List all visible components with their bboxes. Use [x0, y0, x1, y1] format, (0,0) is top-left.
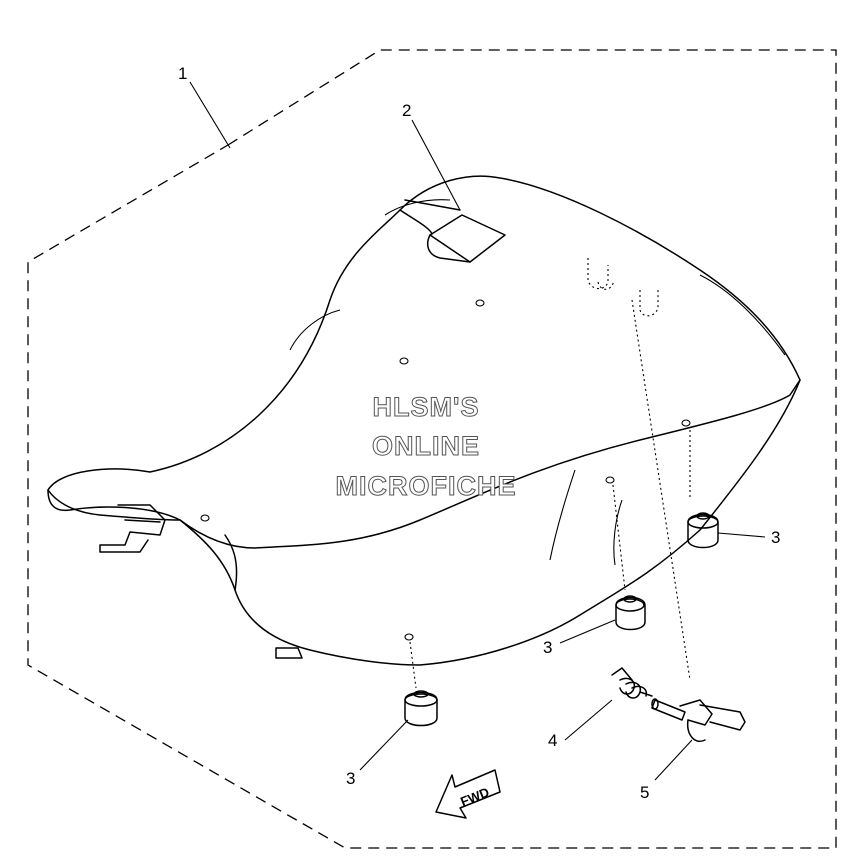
watermark-line-3: MICROFICHE — [336, 471, 517, 501]
fwd-arrow: FWD — [435, 769, 501, 819]
leader-4 — [564, 699, 613, 741]
callout-4: 4 — [548, 731, 557, 750]
callout-3-right: 3 — [771, 528, 780, 547]
damper-left — [404, 641, 438, 727]
damper-right — [687, 430, 719, 549]
leader-5 — [654, 739, 693, 781]
leader-3-left — [359, 719, 409, 771]
callout-3-left: 3 — [346, 769, 355, 788]
watermark-line-2: ONLINE — [372, 431, 480, 461]
callout-3-middle: 3 — [543, 638, 552, 657]
leader-3-middle — [559, 619, 616, 644]
callout-2: 2 — [402, 101, 411, 120]
assembly-boundary — [27, 49, 837, 849]
leader-3-right — [717, 532, 766, 538]
latch-shaft — [631, 299, 746, 742]
leader-2 — [411, 119, 461, 211]
callout-5: 5 — [640, 783, 649, 802]
leader-1 — [189, 81, 231, 149]
callout-1: 1 — [178, 64, 187, 83]
seat-body — [47, 175, 801, 666]
seat-strap — [399, 199, 506, 263]
torsion-spring — [611, 667, 653, 699]
watermark-line-1: HLSM'S — [373, 392, 480, 422]
watermark: HLSM'S ONLINE MICROFICHE — [335, 392, 517, 502]
fwd-label: FWD — [458, 784, 491, 809]
damper-middle — [612, 484, 646, 631]
